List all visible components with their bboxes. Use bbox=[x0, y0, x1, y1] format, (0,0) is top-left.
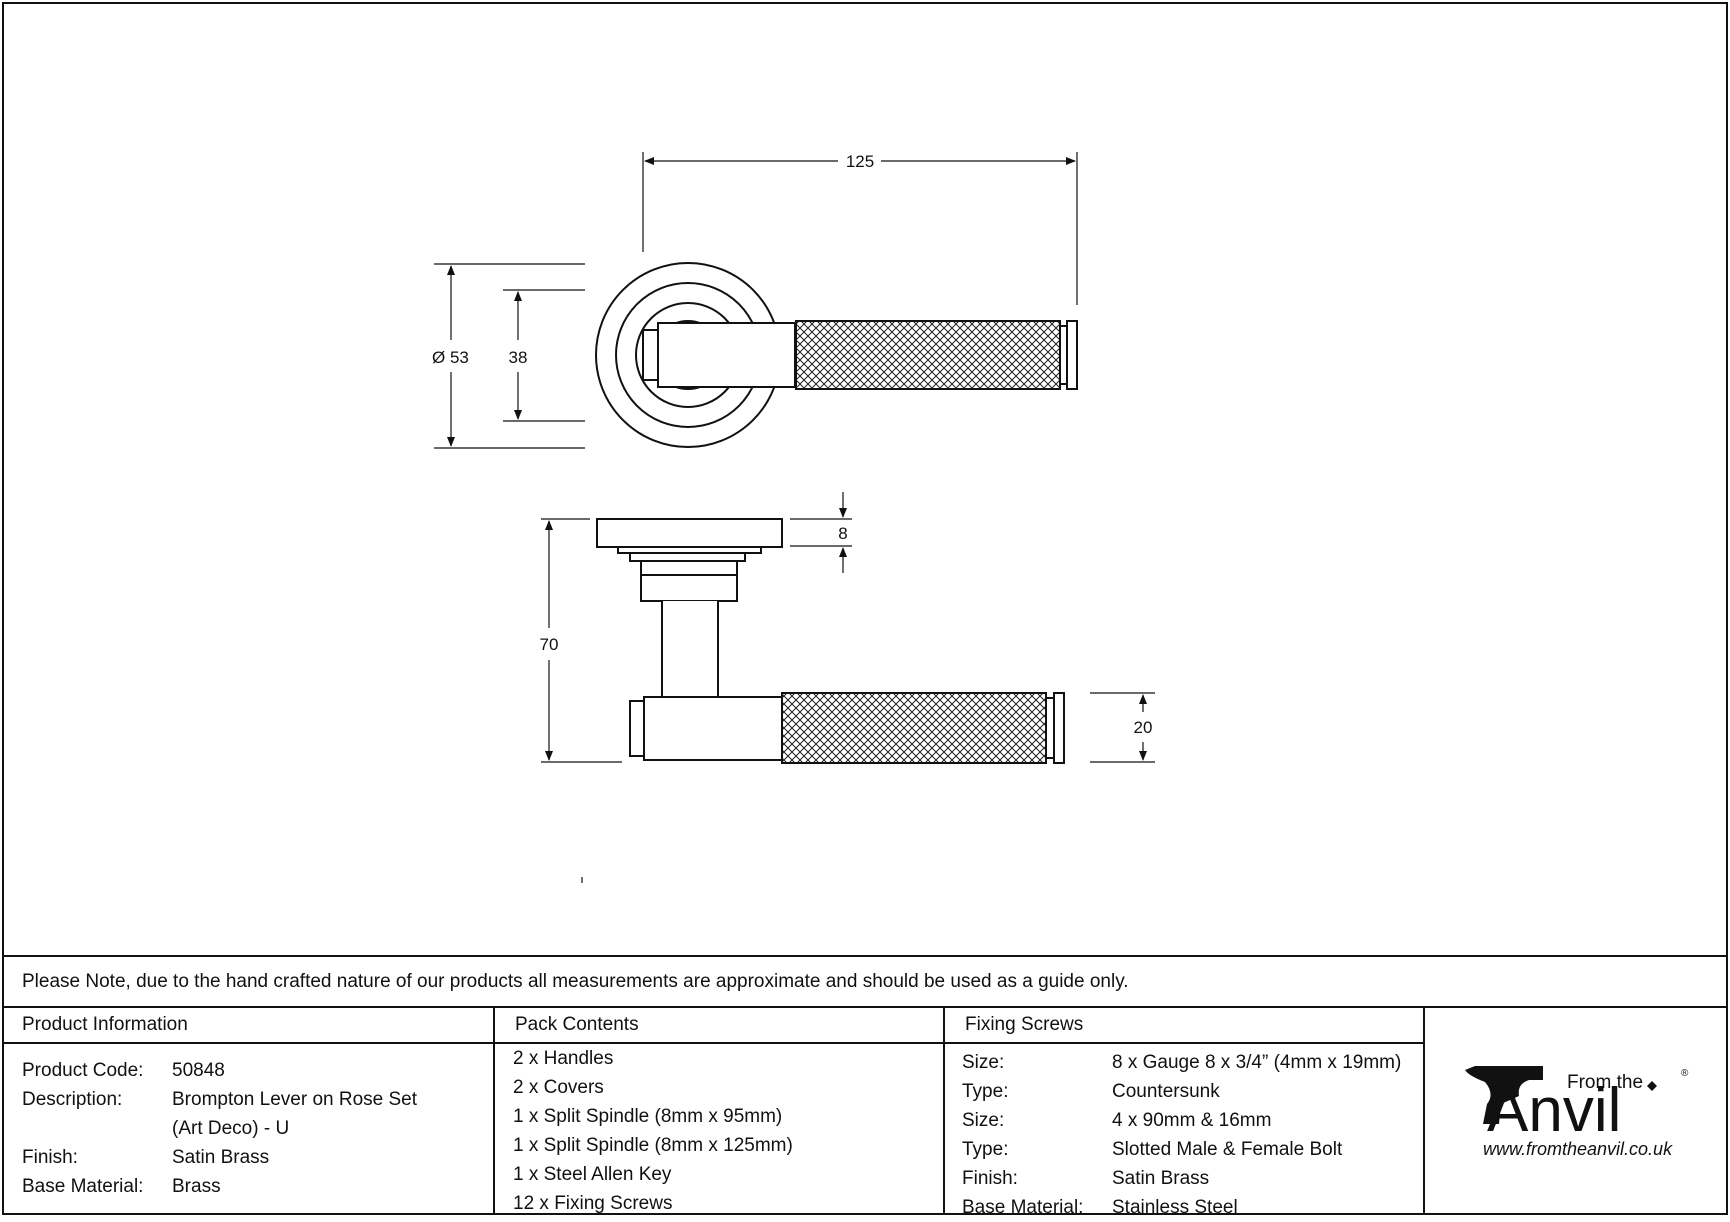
fixing-screw-row: Size: 4 x 90mm & 16mm bbox=[962, 1106, 1423, 1135]
dim-grip-diameter: 20 bbox=[1134, 718, 1153, 737]
dim-overall-length: 125 bbox=[846, 152, 874, 171]
lever-end-cap bbox=[1066, 320, 1078, 390]
fixing-screw-row: Size: 8 x Gauge 8 x 3/4” (4mm x 19mm) bbox=[962, 1048, 1423, 1077]
pack-item-row: 1 x Split Spindle (8mm x 95mm) bbox=[513, 1106, 783, 1127]
dim-inner-rose: 38 bbox=[509, 348, 528, 367]
fixing-screw-value: Slotted Male & Female Bolt bbox=[1112, 1139, 1343, 1160]
fixing-screw-label: Type: bbox=[962, 1081, 1009, 1102]
fixing-screw-row: Finish: Satin Brass bbox=[962, 1164, 1423, 1193]
fixing-screw-value: 4 x 90mm & 16mm bbox=[1112, 1110, 1272, 1131]
side-lever-stub bbox=[629, 700, 645, 757]
product-info-row: Base Material: Brass bbox=[22, 1172, 493, 1201]
pack-contents-panel: Pack Contents 2 x Handles 2 x Covers 1 x S… bbox=[495, 1008, 945, 1215]
fixing-screw-value: 8 x Gauge 8 x 3/4” (4mm x 19mm) bbox=[1112, 1052, 1402, 1073]
product-info-label: Product Code: bbox=[22, 1060, 144, 1081]
product-info-label: Description: bbox=[22, 1089, 123, 1110]
top-view bbox=[595, 262, 1078, 448]
product-info-value: Satin Brass bbox=[172, 1147, 270, 1168]
product-info-row: Finish: Satin Brass bbox=[22, 1143, 493, 1172]
lever-stub bbox=[642, 329, 659, 381]
fixing-screws-panel: Fixing Screws Size: 8 x Gauge 8 x 3/4” (4… bbox=[945, 1008, 1425, 1218]
lever-shank bbox=[661, 601, 719, 706]
anvil-icon bbox=[1465, 1066, 1543, 1124]
logo-url: www.fromtheanvil.co.uk bbox=[1483, 1139, 1673, 1159]
lever-end-cap-inner bbox=[1059, 325, 1068, 385]
side-end-cap bbox=[1053, 692, 1065, 764]
product-information-heading: Product Information bbox=[2, 1008, 493, 1044]
dim-rose-thickness: 8 bbox=[838, 524, 847, 543]
product-info-value: Brass bbox=[172, 1176, 221, 1197]
pack-contents-heading: Pack Contents bbox=[495, 1008, 943, 1044]
product-info-value: (Art Deco) - U bbox=[172, 1118, 290, 1139]
side-lever-neck bbox=[643, 696, 783, 761]
anvil-logo: From the ® Anvil www.fromtheanvil.co.uk bbox=[1465, 1066, 1689, 1159]
pack-contents-list: 2 x Handles 2 x Covers 1 x Split Spindle (… bbox=[495, 1044, 943, 1218]
technical-drawing: 125 Ø 53 38 8 70 20 bbox=[432, 152, 1155, 883]
fixing-screw-value: Satin Brass bbox=[1112, 1168, 1210, 1189]
pack-item-row: 1 x Steel Allen Key bbox=[513, 1164, 672, 1185]
lever-grip-knurled bbox=[795, 320, 1061, 390]
side-view bbox=[596, 518, 1065, 764]
fixing-screws-heading: Fixing Screws bbox=[945, 1008, 1423, 1044]
rose-collar bbox=[640, 560, 738, 602]
product-info-value: Brompton Lever on Rose Set bbox=[172, 1089, 418, 1110]
product-info-value: 50848 bbox=[172, 1060, 225, 1081]
side-end-cap-inner bbox=[1045, 697, 1055, 759]
diamond-icon bbox=[1647, 1081, 1657, 1091]
pack-item-row: 1 x Split Spindle (8mm x 125mm) bbox=[513, 1135, 793, 1156]
rose-plate bbox=[596, 518, 783, 548]
product-info-row: Description: Brompton Lever on Rose Set bbox=[22, 1085, 493, 1114]
fixing-screw-label: Finish: bbox=[962, 1168, 1018, 1189]
fixing-screw-label: Type: bbox=[962, 1139, 1009, 1160]
fixing-screw-row: Type: Slotted Male & Female Bolt bbox=[962, 1135, 1423, 1164]
product-info-label bbox=[22, 1114, 172, 1143]
logo-from-the: From the bbox=[1567, 1072, 1643, 1093]
rose-step-2 bbox=[629, 552, 746, 562]
product-info-label: Finish: bbox=[22, 1147, 78, 1168]
logo-panel: From the ® Anvil www.fromtheanvil.co.uk bbox=[1425, 1008, 1726, 1215]
fixing-screw-label: Size: bbox=[962, 1110, 1005, 1131]
side-grip-knurled bbox=[781, 692, 1047, 764]
product-info-row: (Art Deco) - U bbox=[22, 1114, 493, 1143]
disclaimer-note: Please Note, due to the hand crafted nat… bbox=[2, 955, 1728, 1008]
fixing-screw-row: Base Material: Stainless Steel bbox=[962, 1193, 1423, 1222]
lever-neck bbox=[657, 322, 796, 388]
pack-item-row: 12 x Fixing Screws bbox=[513, 1193, 673, 1214]
product-info-label: Base Material: bbox=[22, 1176, 144, 1197]
fixing-screw-value: Countersunk bbox=[1112, 1081, 1220, 1102]
pack-item-row: 2 x Handles bbox=[513, 1048, 614, 1069]
fixing-screw-label: Base Material: bbox=[962, 1197, 1084, 1218]
fixing-screws-rows: Size: 8 x Gauge 8 x 3/4” (4mm x 19mm) Type… bbox=[945, 1044, 1423, 1222]
logo-anvil: Anvil bbox=[1487, 1076, 1621, 1145]
dim-projection: 70 bbox=[540, 635, 559, 654]
registered-mark-icon: ® bbox=[1681, 1068, 1689, 1079]
fixing-screw-label: Size: bbox=[962, 1052, 1005, 1073]
dim-rose-diameter: Ø 53 bbox=[432, 348, 469, 367]
fixing-screw-value: Stainless Steel bbox=[1112, 1197, 1238, 1218]
fixing-screw-row: Type: Countersunk bbox=[962, 1077, 1423, 1106]
product-info-row: Product Code: 50848 bbox=[22, 1056, 493, 1085]
pack-item-row: 2 x Covers bbox=[513, 1077, 604, 1098]
